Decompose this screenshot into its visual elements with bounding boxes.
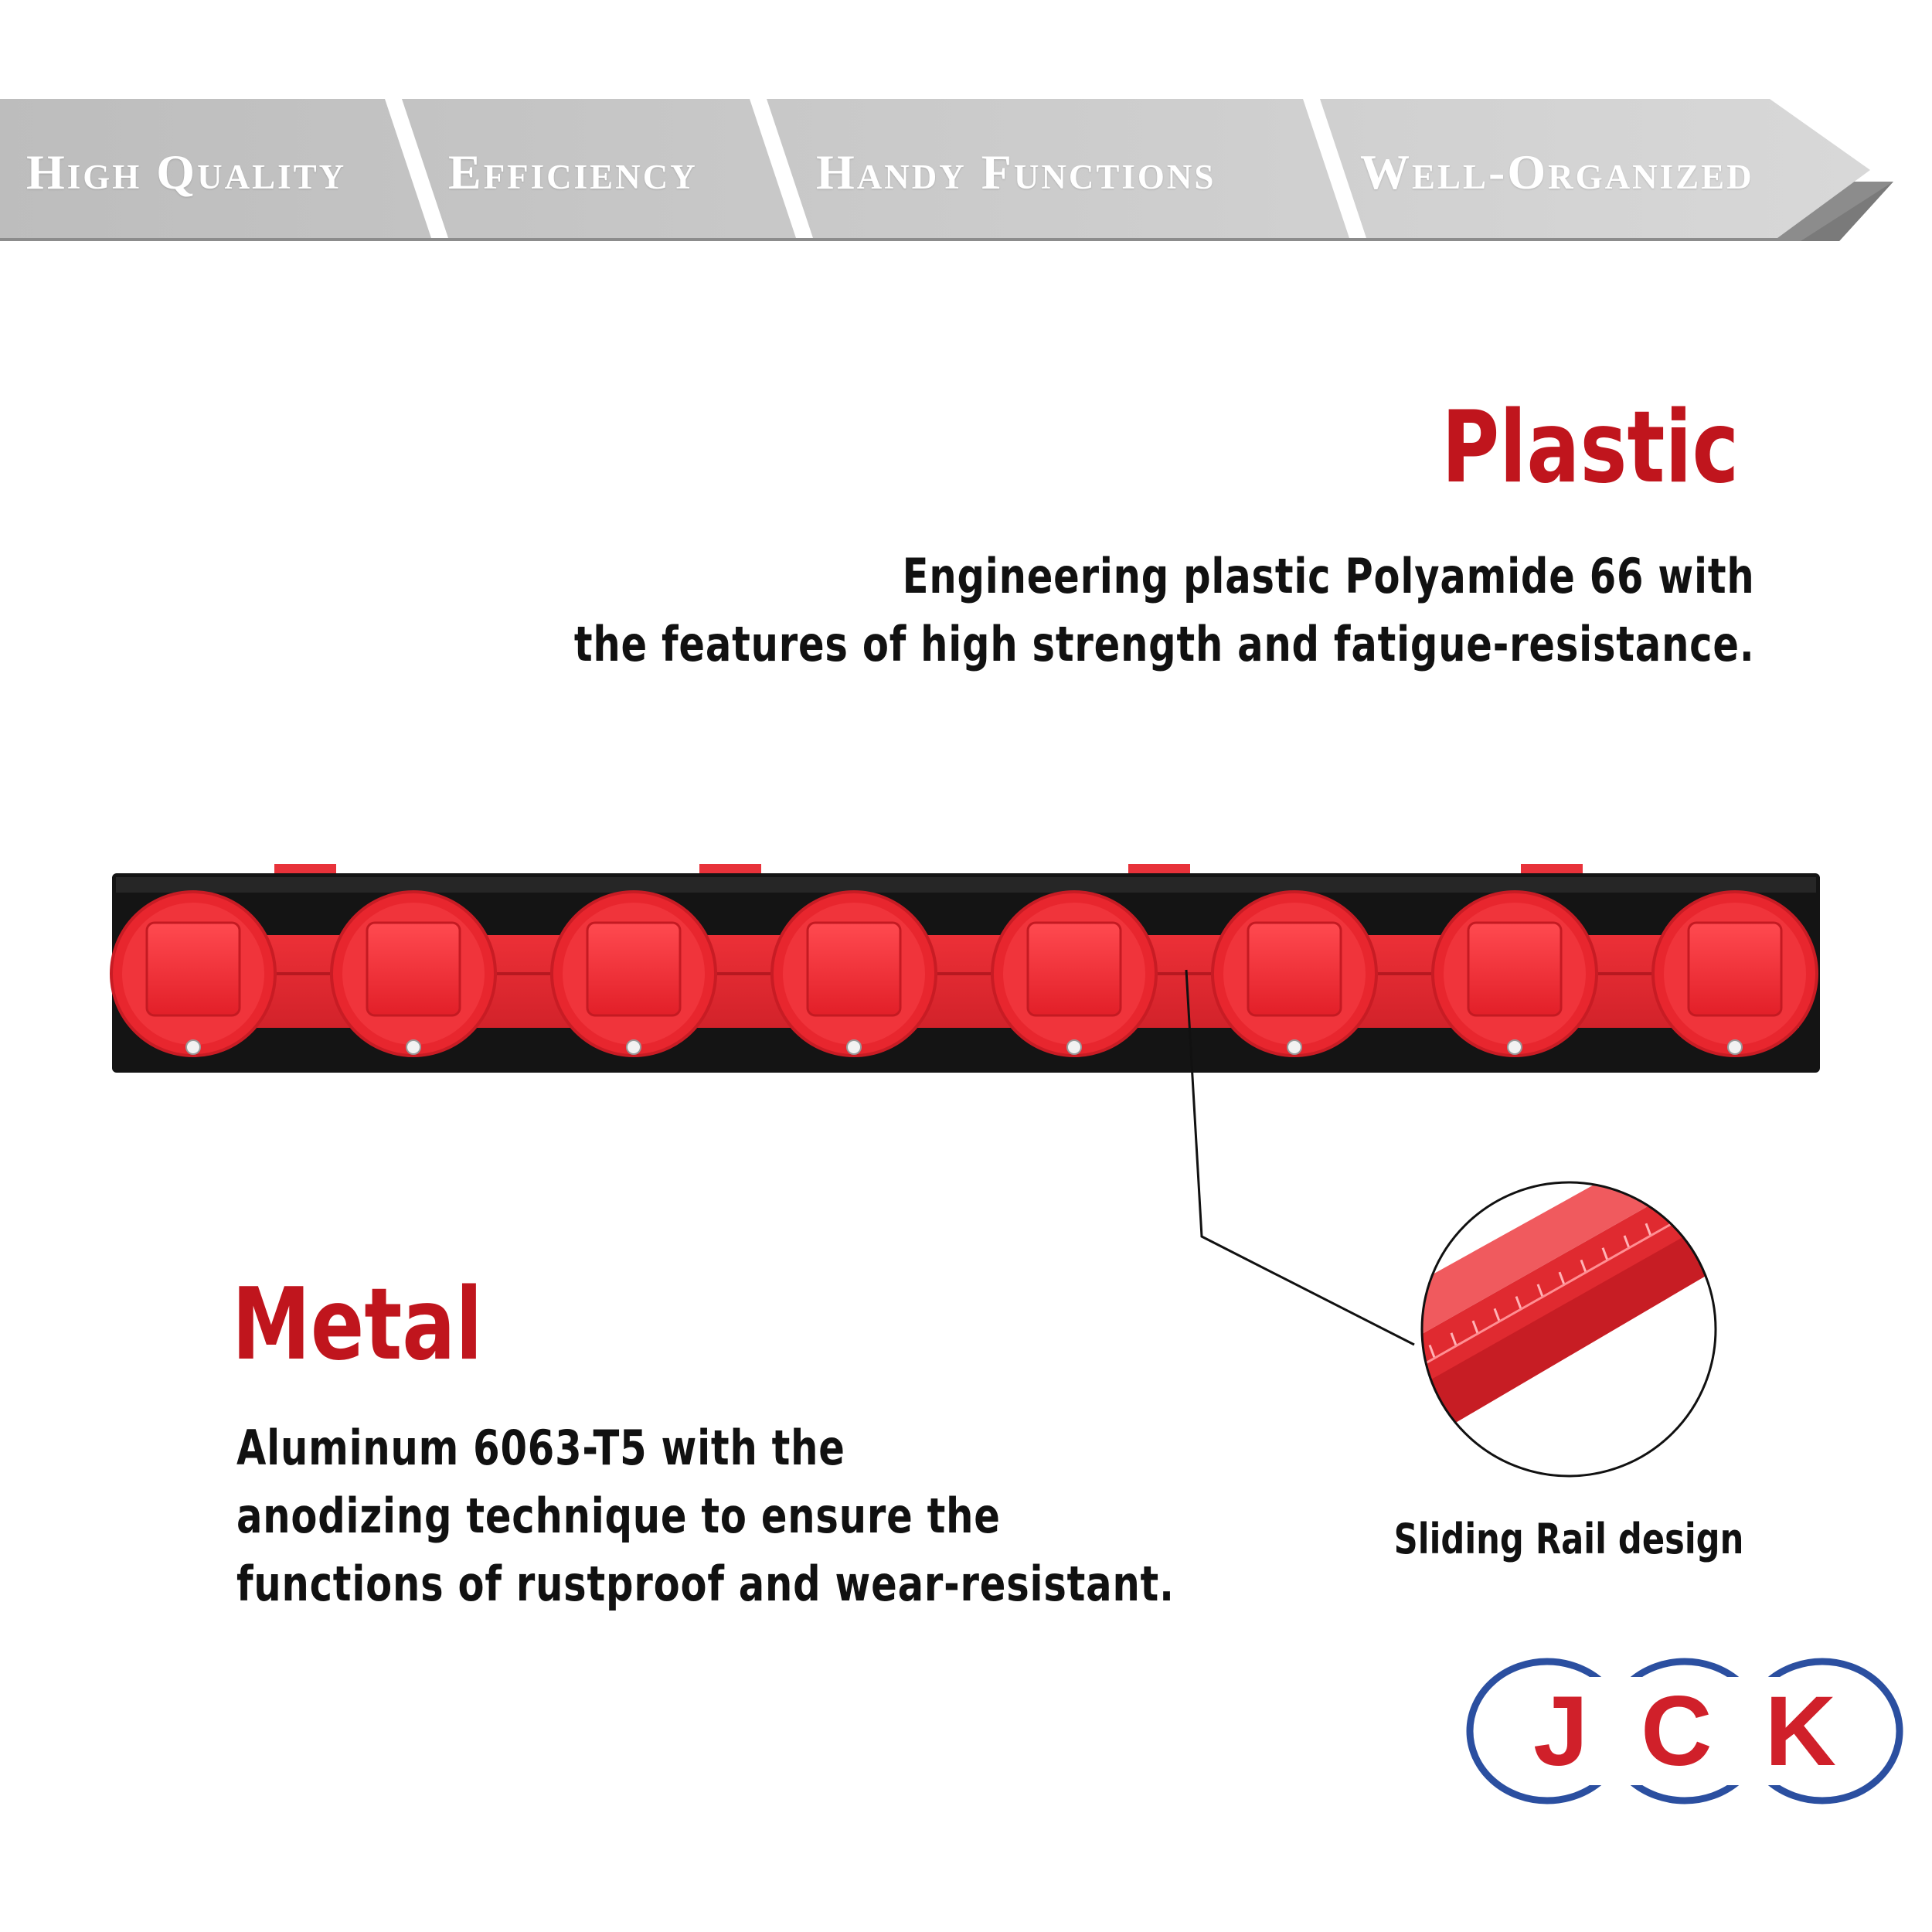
socket-clip bbox=[110, 890, 277, 1057]
socket-clip bbox=[1431, 890, 1598, 1057]
rail-notch bbox=[1688, 1199, 1696, 1213]
rail-notch bbox=[1386, 1369, 1391, 1382]
rail-notch bbox=[1493, 1308, 1501, 1321]
rail-notch bbox=[1580, 1259, 1587, 1273]
socket-clip bbox=[991, 890, 1158, 1057]
banner-separator bbox=[1303, 99, 1366, 238]
aluminum-rail bbox=[112, 873, 1820, 1073]
banner-item-well-organized: Well-Organized bbox=[1360, 145, 1754, 199]
rail-notch bbox=[1471, 1320, 1479, 1334]
rail-notch bbox=[1601, 1247, 1609, 1261]
rail-top-tabs bbox=[274, 864, 1583, 876]
logo-rings bbox=[1466, 1658, 1903, 1804]
metal-description-line: Aluminum 6063-T5 with the bbox=[236, 1420, 845, 1476]
rail-notch bbox=[1645, 1223, 1652, 1236]
banner-item-high-quality: High Quality bbox=[26, 145, 347, 199]
metal-description: Aluminum 6063-T5 with the anodizing tech… bbox=[236, 1414, 1175, 1618]
rail-notch bbox=[1515, 1296, 1522, 1310]
plastic-description: Engineering plastic Polyamide 66 with th… bbox=[573, 543, 1754, 679]
socket-clip bbox=[330, 890, 497, 1057]
logo-letter: J bbox=[1532, 1675, 1589, 1787]
rail-notch bbox=[1428, 1345, 1436, 1359]
banner-separator bbox=[750, 99, 813, 238]
plastic-heading: Plastic bbox=[1441, 390, 1739, 505]
sliding-rail-strip bbox=[130, 935, 1799, 1028]
rail-notch bbox=[1709, 1186, 1716, 1200]
banner-item-efficiency: Efficiency bbox=[448, 145, 698, 199]
logo-letter: C bbox=[1641, 1675, 1713, 1787]
metal-heading: Metal bbox=[232, 1267, 483, 1383]
socket-clip bbox=[770, 890, 937, 1057]
socket-clip bbox=[550, 890, 717, 1057]
socket-clip bbox=[1651, 890, 1818, 1057]
rail-notch bbox=[1408, 1357, 1413, 1369]
clip-group bbox=[110, 890, 1818, 1057]
metal-description-line: anodizing technique to ensure the bbox=[236, 1488, 1001, 1544]
rail-notch bbox=[1536, 1284, 1544, 1298]
rail-notch bbox=[1666, 1210, 1674, 1224]
plastic-description-line: the features of high strength and fatigu… bbox=[573, 616, 1754, 672]
rail-notch bbox=[1558, 1271, 1566, 1285]
callout-leader-line bbox=[1185, 969, 1415, 1346]
socket-clip bbox=[1211, 890, 1378, 1057]
banner-item-handy-functions: Handy Functions bbox=[816, 145, 1216, 199]
rail-notch bbox=[1623, 1235, 1631, 1249]
banner-arrow-band bbox=[0, 99, 1870, 238]
callout-magnifier bbox=[1386, 1181, 1717, 1478]
banner-separator bbox=[385, 99, 448, 238]
rail-seam bbox=[1422, 1189, 1716, 1389]
sliding-rail-caption: Sliding Rail design bbox=[1393, 1515, 1744, 1563]
plastic-description-line: Engineering plastic Polyamide 66 with bbox=[902, 548, 1754, 604]
logo-letter: K bbox=[1764, 1675, 1837, 1787]
feature-banner bbox=[0, 99, 1893, 241]
metal-description-line: functions of rustproof and wear-resistan… bbox=[236, 1556, 1175, 1612]
rail-notch bbox=[1450, 1332, 1458, 1346]
